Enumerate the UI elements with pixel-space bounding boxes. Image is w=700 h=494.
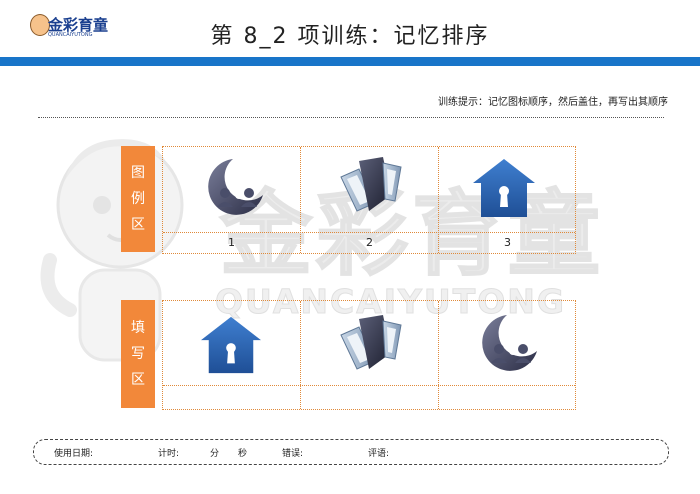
- label-char: 填: [131, 320, 145, 336]
- comment-label: 评语:: [368, 449, 390, 459]
- training-hint: 训练提示：记忆图标顺序，然后盖住，再写出其顺序: [438, 97, 668, 108]
- fill-section-label: 填 写 区: [121, 300, 155, 408]
- label-char: 图: [131, 165, 145, 181]
- example-section-label: 图 例 区: [121, 146, 155, 252]
- label-char: 例: [131, 191, 145, 207]
- label-char: 区: [131, 217, 145, 233]
- moon-people-icon: [482, 315, 537, 371]
- example-grid: 1 2 3: [162, 146, 576, 254]
- logo-subtext: QUANCAIYUTONG: [48, 32, 93, 38]
- mascot-face-icon: [30, 14, 50, 36]
- fill-grid: [162, 300, 576, 410]
- date-label: 使用日期:: [54, 449, 94, 459]
- example-number: 1: [228, 236, 235, 249]
- time-label: 计时:: [158, 449, 180, 459]
- watermark-english: QUANCAIYUTONG: [215, 282, 566, 322]
- example-number: 3: [504, 236, 511, 249]
- dotted-divider: [38, 117, 664, 118]
- house-keyhole-icon: [201, 316, 261, 374]
- house-keyhole-icon: [473, 159, 535, 217]
- minute-label: 分: [210, 449, 220, 459]
- watermark-chinese: 金彩育童: [219, 180, 605, 289]
- folded-panels-icon: [340, 315, 402, 370]
- folded-panels-icon: [340, 157, 402, 212]
- second-label: 秒: [238, 449, 248, 459]
- label-char: 写: [131, 346, 145, 362]
- header-divider-bar: [0, 57, 700, 66]
- label-char: 区: [131, 372, 145, 388]
- error-label: 错误:: [282, 449, 304, 459]
- moon-people-icon: [208, 159, 263, 215]
- page-title: 第 8_2 项训练：记忆排序: [210, 24, 490, 49]
- logo-text: 金彩育童: [48, 16, 109, 34]
- example-number: 2: [366, 236, 373, 249]
- brand-logo: 金彩育童 QUANCAIYUTONG: [30, 12, 108, 40]
- usage-record-bar: 使用日期: 计时: 分 秒 错误: 评语:: [33, 439, 669, 465]
